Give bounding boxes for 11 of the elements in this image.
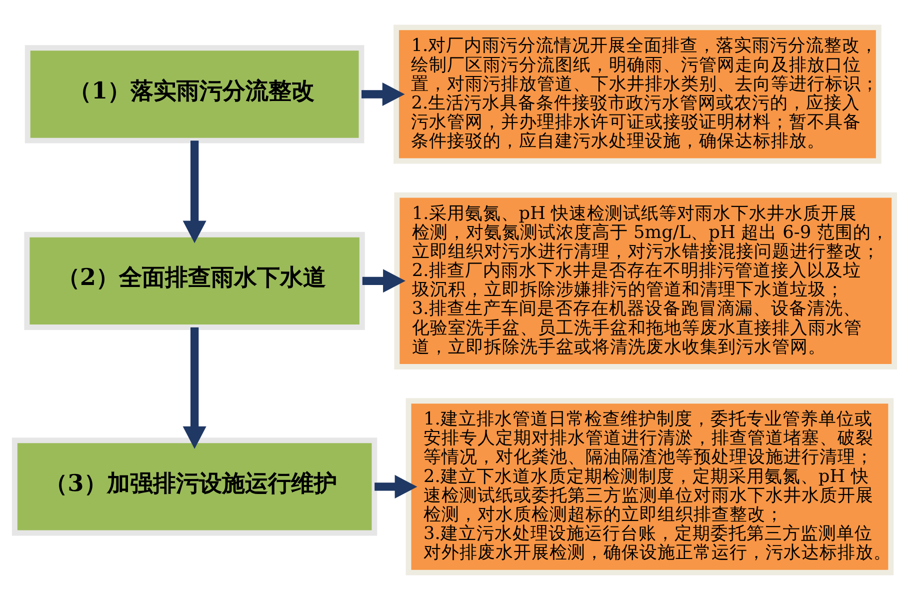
arrow — [362, 268, 405, 292]
node-box: （2）全面排查雨水下水道 — [24, 231, 364, 330]
node-box: （1）落实雨污分流整改 — [24, 44, 364, 143]
node-box: 1.对厂内雨污分流情况开展全面排查，落实雨污分流整改，绘制厂区雨污分流图纸，明确雨、污管网走向及排放口位置，对雨污排放管道、下水井排水类别、去向等进行标识； 2.生活污水具备条件接驳市政污水管网或农污的，应接入污水管网，并办理排水许可证或接驳证明材料；暂不具备条件接驳的，应自建污水处理设施，确保达标排放。 — [393, 24, 881, 164]
arrow — [182, 326, 206, 448]
node-box: （3）加强排污设施运行维护 — [11, 437, 377, 536]
arrow — [374, 474, 417, 498]
node-box: 1.采用氨氮、pH 快速检测试纸等对雨水下水井水质开展检测，对氨氮测试浓度高于 5mg/L、pH 超出 6-9 范围的，立即组织对污水进行清理，对污水错接混接问题进行整改； 2.排查厂内雨水下水井是否存在不明排污管道接入以及垃圾沉积，立即拆除涉嫌排污的管道和清理下水道垃圾； 3.排查生产车间是否存在机器设备跑冒滴漏、设备清洗、化验室洗手盆、员工洗手盆和拖地等废水直接排入雨水管道，立即拆除洗手盆或将清洗废水收集到污水管网。 — [394, 192, 897, 369]
arrow — [361, 82, 404, 106]
arrow — [182, 140, 206, 243]
node-box: 1.建立排水管道日常检查维护制度，委托专业管养单位或安排专人定期对排水管道进行清淤，排查管道堵塞、破裂等情况，对化粪池、隔油隔渣池等预处理设施进行清理； 2.建立下水道水质定期检测制度，定期采用氨氮、pH 快速检测试纸或委托第三方监测单位对雨水下水井水质开展检测，对水质检测超标的立即组织排查整改； 3.建立污水处理设施运行台账，定期委托第三方监测单位对外排废水开展检测，确保设施正常运行，污水达标排放。 — [405, 398, 894, 575]
